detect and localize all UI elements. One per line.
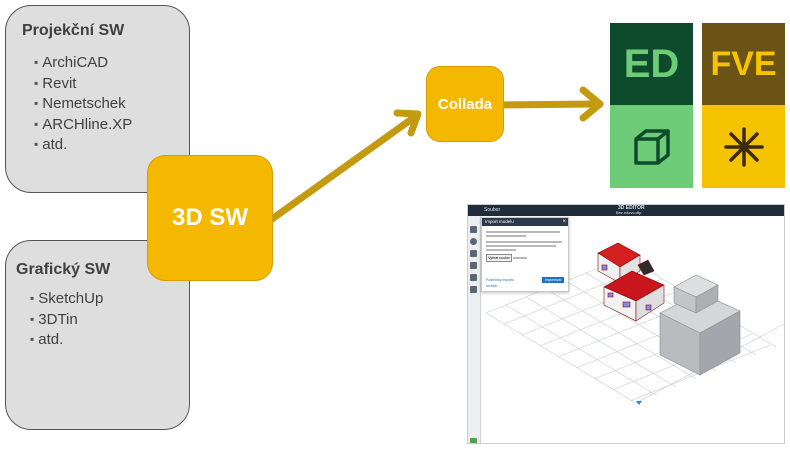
toolbar-icon[interactable] — [470, 238, 477, 245]
fve-tile-label: FVE — [710, 44, 777, 83]
top-box-list: ArchiCAD Revit Nemetschek ARCHline.XP at… — [34, 53, 132, 156]
bottom-box-list: SketchUp 3DTin atd. — [30, 289, 103, 351]
import-button[interactable]: Importovat — [542, 277, 564, 283]
house-model — [597, 242, 665, 322]
center-3dsw-node: 3D SW — [147, 155, 273, 281]
arrowhead-tiles — [579, 86, 604, 122]
ed-tile-label: ED — [623, 41, 680, 86]
collada-node-label: Collada — [437, 95, 493, 113]
toolbar-icon[interactable] — [470, 250, 477, 257]
list-item: ArchiCAD — [34, 53, 132, 74]
list-item: atd. — [30, 330, 103, 351]
list-item: ARCHline.XP — [34, 115, 132, 136]
editor-file-name: Bez názvu.dtp — [616, 210, 642, 215]
grey-building — [659, 274, 741, 376]
toolbar-icon[interactable] — [470, 262, 477, 269]
asterisk-icon — [723, 126, 764, 167]
top-box-title: Projekční SW — [22, 22, 125, 39]
editor-menu-left: Soubor — [484, 207, 501, 213]
toolbar-icon[interactable] — [470, 226, 477, 233]
import-terms-link[interactable]: Podmínky importu modelu — [486, 278, 515, 288]
arrow-collada-to-tiles — [492, 100, 601, 109]
editor-screenshot: Soubor 3D EDITOR Bez názvu.dtp — [467, 204, 785, 444]
choose-file-button[interactable]: Vybrat soubor — [486, 254, 512, 262]
arrow-3dsw-to-collada — [268, 112, 420, 223]
close-icon[interactable]: × — [562, 219, 566, 225]
list-item: Nemetschek — [34, 94, 132, 115]
cube-icon — [633, 128, 670, 165]
bottom-box-title: Grafický SW — [16, 261, 111, 278]
list-item: 3DTin — [30, 310, 103, 331]
fve-tile-bottom — [702, 105, 785, 188]
ed-tile-top: ED — [610, 23, 693, 105]
list-item: SketchUp — [30, 289, 103, 310]
status-icon — [470, 438, 477, 443]
editor-viewport — [485, 242, 784, 405]
top-software-box: Projekční SW ArchiCAD Revit Nemetschek A… — [5, 5, 190, 193]
ed-tile-bottom — [610, 105, 693, 188]
editor-top-bar: Soubor 3D EDITOR Bez názvu.dtp — [468, 205, 784, 216]
import-panel: Import modelu × Vybrat soubor Importovat… — [481, 217, 569, 292]
import-panel-title: Import modelu — [482, 218, 568, 226]
center-node-label: 3D SW — [171, 204, 248, 231]
arrowhead-collada — [393, 109, 422, 137]
list-item: atd. — [34, 135, 132, 156]
toolbar-icon[interactable] — [470, 286, 477, 293]
toolbar-icon[interactable] — [470, 274, 477, 281]
editor-left-toolbar — [468, 216, 481, 443]
collada-node: Collada — [426, 66, 504, 142]
editor-app-title: 3D EDITOR — [618, 205, 645, 211]
fve-tile-top: FVE — [702, 23, 785, 105]
list-item: Revit — [34, 74, 132, 95]
